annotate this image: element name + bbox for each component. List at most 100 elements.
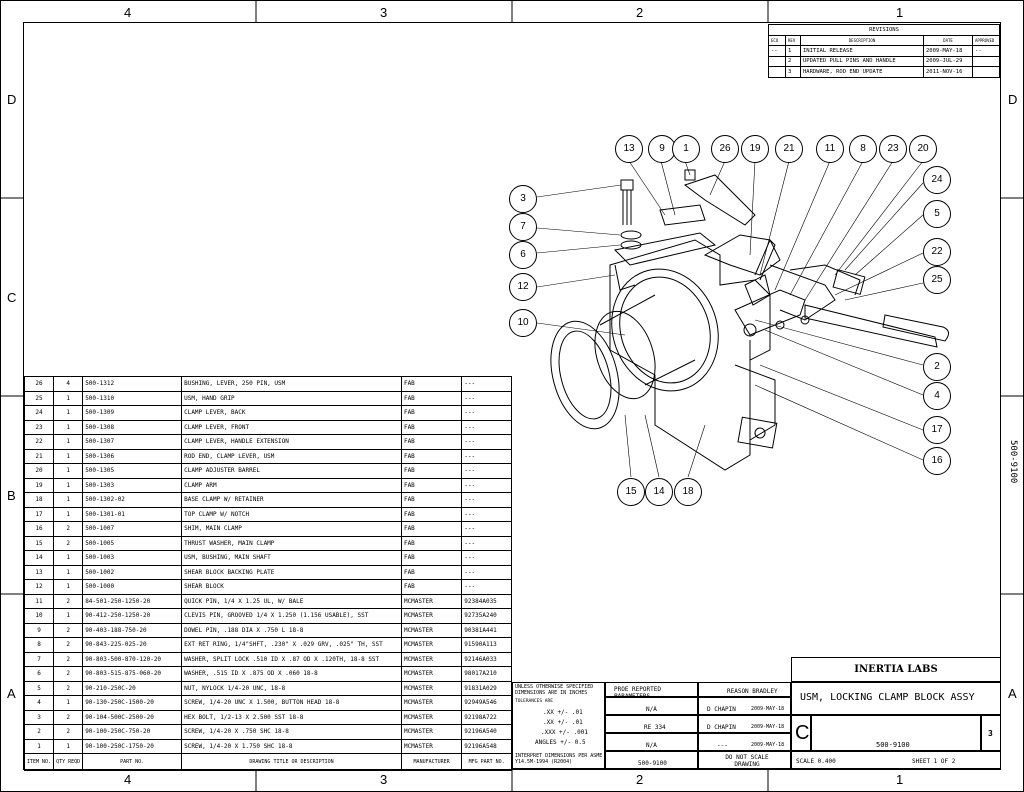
thrust-washer [550,320,620,430]
bom-cell: 11 [23,593,55,609]
drawn-cell: D CHAPIN 2009-MAY-18 [698,697,791,715]
bom-header-part-no: PART NO. [82,753,183,771]
bom-cell: FAB [400,419,463,435]
balloon-13: 13 [615,135,643,163]
proe-material-cell: N/A [605,697,698,715]
revision-cell [768,66,786,78]
bom-cell: 92384A035 [461,593,512,609]
side-drawing-number-text: 500-9100 [1008,440,1018,484]
revision-cell: -- [972,45,1000,57]
revision-cell: INITIAL RELEASE [800,45,924,57]
hand-grip [804,304,938,348]
bom-cell: FAB [400,463,463,479]
bom-cell: 2 [53,724,84,740]
bom-cell: 500-1307 [82,434,183,450]
bom-cell: HEX BOLT, 1/2-13 X 2.500 SST 18-8 [181,709,402,725]
balloon-26: 26 [711,135,739,163]
bom-cell: 3 [23,709,55,725]
bom-cell: MCMASTER [400,651,463,667]
bom-cell: 500-1309 [82,405,183,421]
bom-cell: 13 [23,564,55,580]
bom-header-item: ITEM NO. [23,753,55,771]
bom-cell: 90-104-500C-2500-20 [82,709,183,725]
balloon-17: 17 [923,416,951,444]
bom-cell: 92196A548 [461,738,512,754]
bom-cell: FAB [400,564,463,580]
zone-row-a-right: A [1008,686,1017,701]
balloon-3: 3 [509,185,537,213]
balloon-2: 2 [923,353,951,381]
revisions-table: REVISIONS ECO REV DESCRIPTION DATE APPRO… [768,24,1000,78]
revision-cell: 3 [785,66,801,78]
zone-col-2-bottom: 2 [636,772,644,787]
zone-col-3-bottom: 3 [380,772,388,787]
bom-cell: 500-1005 [82,535,183,551]
bom-cell: 18 [23,492,55,508]
bom-cell: DOWEL PIN, .188 DIA X .750 L 18-8 [181,622,402,638]
hex-bolt [620,179,634,191]
bom-cell: MCMASTER [400,724,463,740]
bom-cell: 90381A441 [461,622,512,638]
bom-cell: MCMASTER [400,695,463,711]
bom-cell: CLAMP LEVER, FRONT [181,419,402,435]
zone-col-1-bottom: 1 [896,772,904,787]
approved-by: --- [717,742,728,749]
checked-date: 2009-MAY-18 [751,724,785,730]
revision-cell: 2009-MAY-18 [923,45,973,57]
bom-cell: SCREW, 1/4-20 X 1.750 SHC 18-8 [181,738,402,754]
bom-cell: 90-803-500-870-120-20 [82,651,183,667]
bom-cell: THRUST WASHER, MAIN CLAMP [181,535,402,551]
bom-cell: --- [461,405,512,421]
bom-cell: CLAMP LEVER, BACK [181,405,402,421]
bom-cell: 500-1002 [82,564,183,580]
balloon-24: 24 [923,166,951,194]
bom-cell: 2 [53,666,84,682]
bom-cell: 1 [53,390,84,406]
zone-row-b-left: B [7,488,16,503]
checked-by: D CHAPIN [707,724,736,731]
bom-cell: 91590A113 [461,637,512,653]
bom-cell: FAB [400,579,463,595]
revision-cell: 2011-NOV-16 [923,66,973,78]
bom-cell: 22 [23,434,55,450]
bom-cell: 90-130-250C-1500-20 [82,695,183,711]
checked-cell: D CHAPIN 2009-MAY-18 [698,715,791,733]
rev-header-date: DATE [923,34,973,46]
bom-cell: 1 [23,738,55,754]
bom-cell: 92949A546 [461,695,512,711]
bom-cell: 84-501-250-1250-20 [82,593,183,609]
bom-cell: 90-210-250C-20 [82,680,183,696]
bom-cell: 1 [53,695,84,711]
revision-cell: 2 [785,55,801,67]
zone-col-4-top: 4 [124,5,132,20]
bom-cell: 23 [23,419,55,435]
zone-row-a-left: A [7,686,16,701]
tolerance-note: UNLESS OTHERWISE SPECIFIED DIMENSIONS AR… [515,684,594,696]
bom-cell: 14 [23,550,55,566]
bom-cell: MCMASTER [400,593,463,609]
bom-cell: NUT, NYLOCK 1/4-20 UNC, 18-8 [181,680,402,696]
bom-cell: 2 [53,521,84,537]
bom-cell: 1 [53,506,84,522]
bom-cell: --- [461,579,512,595]
tolerance-line-1: .XX +/- .01 [543,709,583,716]
bom-cell: 7 [23,651,55,667]
scale-sheet-cell: SCALE 0.400 SHEET 1 OF 2 [791,751,1001,769]
bom-cell: MCMASTER [400,738,463,754]
bom-cell: FAB [400,390,463,406]
bom-cell: --- [461,434,512,450]
bom-cell: 17 [23,506,55,522]
bom-cell: 16 [23,521,55,537]
balloon-10: 10 [509,309,537,337]
